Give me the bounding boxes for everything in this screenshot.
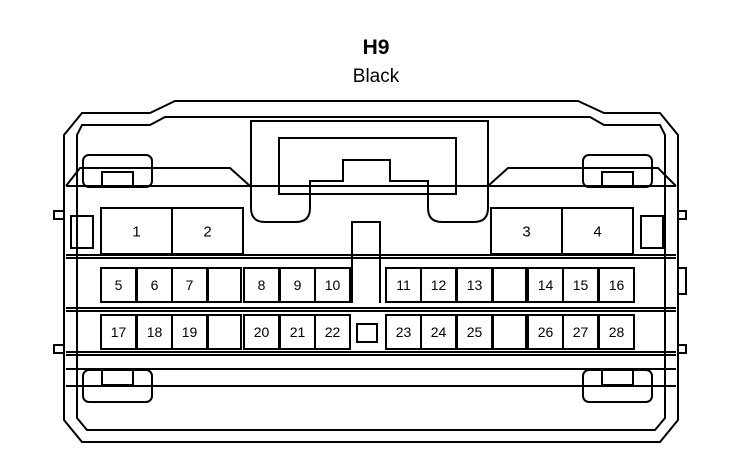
terminal-label-6: 6	[151, 277, 159, 293]
locking-tab-outer	[250, 120, 489, 223]
terminal-label-25: 25	[467, 324, 483, 340]
terminal-cavity-19	[171, 314, 208, 350]
terminal-label-15: 15	[573, 277, 589, 293]
terminal-label-26: 26	[538, 324, 554, 340]
terminal-cavity-22	[314, 314, 351, 350]
terminal-label-1: 1	[132, 223, 140, 240]
latch-top-right	[582, 154, 653, 188]
terminal-label-4: 4	[593, 223, 601, 240]
terminal-cavity-16	[598, 267, 635, 303]
terminal-cavity-7	[171, 267, 208, 303]
side-tab-right-top	[677, 210, 687, 220]
terminal-label-5: 5	[115, 277, 123, 293]
side-tab-right-bottom	[677, 344, 687, 354]
terminal-label-12: 12	[431, 277, 447, 293]
empty-cavity	[492, 314, 527, 350]
housing-shoulder-left	[65, 167, 251, 187]
connector-housing-inner	[76, 116, 666, 431]
side-tab-left-bottom	[53, 344, 65, 354]
side-tab-right-middle	[677, 267, 687, 295]
terminal-label-27: 27	[573, 324, 589, 340]
connector-housing-outline	[63, 100, 679, 443]
empty-cavity	[207, 314, 242, 350]
terminal-label-10: 10	[325, 277, 341, 293]
empty-cavity	[207, 267, 242, 303]
terminal-cavity-10	[314, 267, 351, 303]
terminal-label-18: 18	[147, 324, 163, 340]
terminal-label-24: 24	[431, 324, 447, 340]
connector-id: H9	[362, 36, 390, 59]
center-key-square	[356, 323, 378, 343]
terminal-label-17: 17	[111, 324, 127, 340]
terminal-label-20: 20	[254, 324, 270, 340]
center-key-slot	[351, 221, 381, 303]
terminal-label-13: 13	[467, 277, 483, 293]
terminal-label-23: 23	[396, 324, 412, 340]
terminal-label-11: 11	[396, 277, 411, 293]
terminal-label-7: 7	[186, 277, 194, 293]
empty-cavity	[492, 267, 527, 303]
terminal-label-22: 22	[325, 324, 341, 340]
terminal-cavity-13	[456, 267, 493, 303]
guide-square-left	[70, 215, 94, 249]
terminal-label-14: 14	[538, 277, 554, 293]
locking-tab-inner	[278, 137, 457, 195]
terminal-label-2: 2	[203, 223, 211, 240]
terminal-cavity-28	[598, 314, 635, 350]
terminal-cavity-2	[171, 207, 244, 255]
guide-square-right	[640, 215, 664, 249]
terminal-label-9: 9	[294, 277, 302, 293]
terminal-label-16: 16	[609, 277, 625, 293]
housing-shoulder-right	[487, 167, 677, 187]
terminal-label-3: 3	[522, 223, 530, 240]
side-tab-left-top	[53, 210, 65, 220]
terminal-label-28: 28	[609, 324, 625, 340]
latch-top-left	[82, 154, 153, 188]
terminal-label-21: 21	[290, 324, 306, 340]
connector-color: Black	[352, 66, 400, 87]
terminal-cavity-25	[456, 314, 493, 350]
terminal-cavity-4	[561, 207, 634, 255]
terminal-label-19: 19	[182, 324, 198, 340]
terminal-label-8: 8	[258, 277, 266, 293]
